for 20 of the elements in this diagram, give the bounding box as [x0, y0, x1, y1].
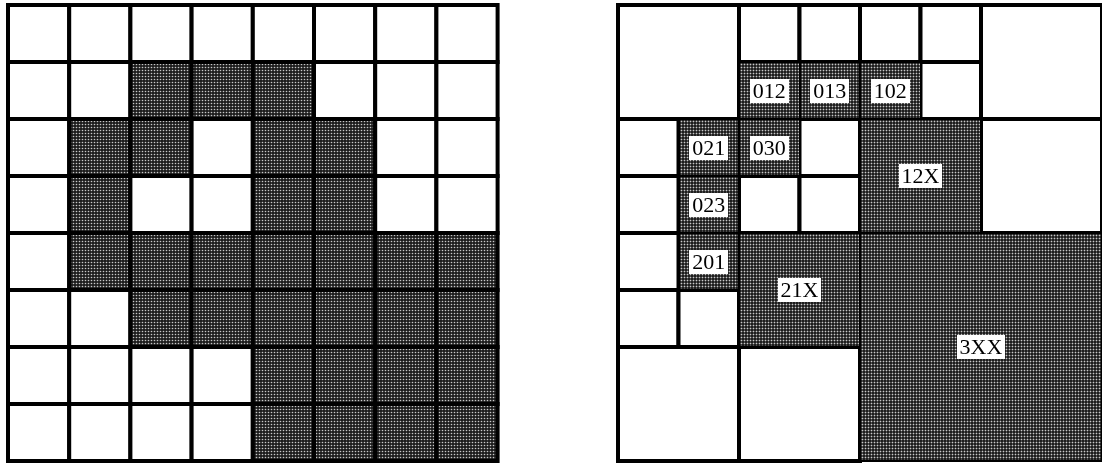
shaded-block: [677, 118, 740, 177]
shaded-block: [798, 61, 861, 120]
shaded-block: [738, 61, 801, 120]
shaded-block: [738, 118, 801, 177]
block-code: 3XX: [956, 335, 1006, 359]
shaded-block: [677, 232, 740, 291]
shaded-block: [859, 118, 982, 234]
block-code: 12X: [898, 164, 943, 188]
block-code: 102: [870, 78, 910, 103]
block-code: 023: [689, 192, 729, 217]
shaded-block: [677, 175, 740, 234]
shaded-block: [859, 232, 1102, 462]
block-code: 030: [749, 135, 789, 160]
block-code: 021: [689, 135, 729, 160]
block-code: 012: [749, 78, 789, 103]
block-code: 013: [810, 78, 850, 103]
block-code: 201: [689, 249, 729, 274]
shaded-block: [859, 61, 922, 120]
shaded-block: [738, 232, 861, 348]
block-code: 21X: [777, 278, 822, 302]
